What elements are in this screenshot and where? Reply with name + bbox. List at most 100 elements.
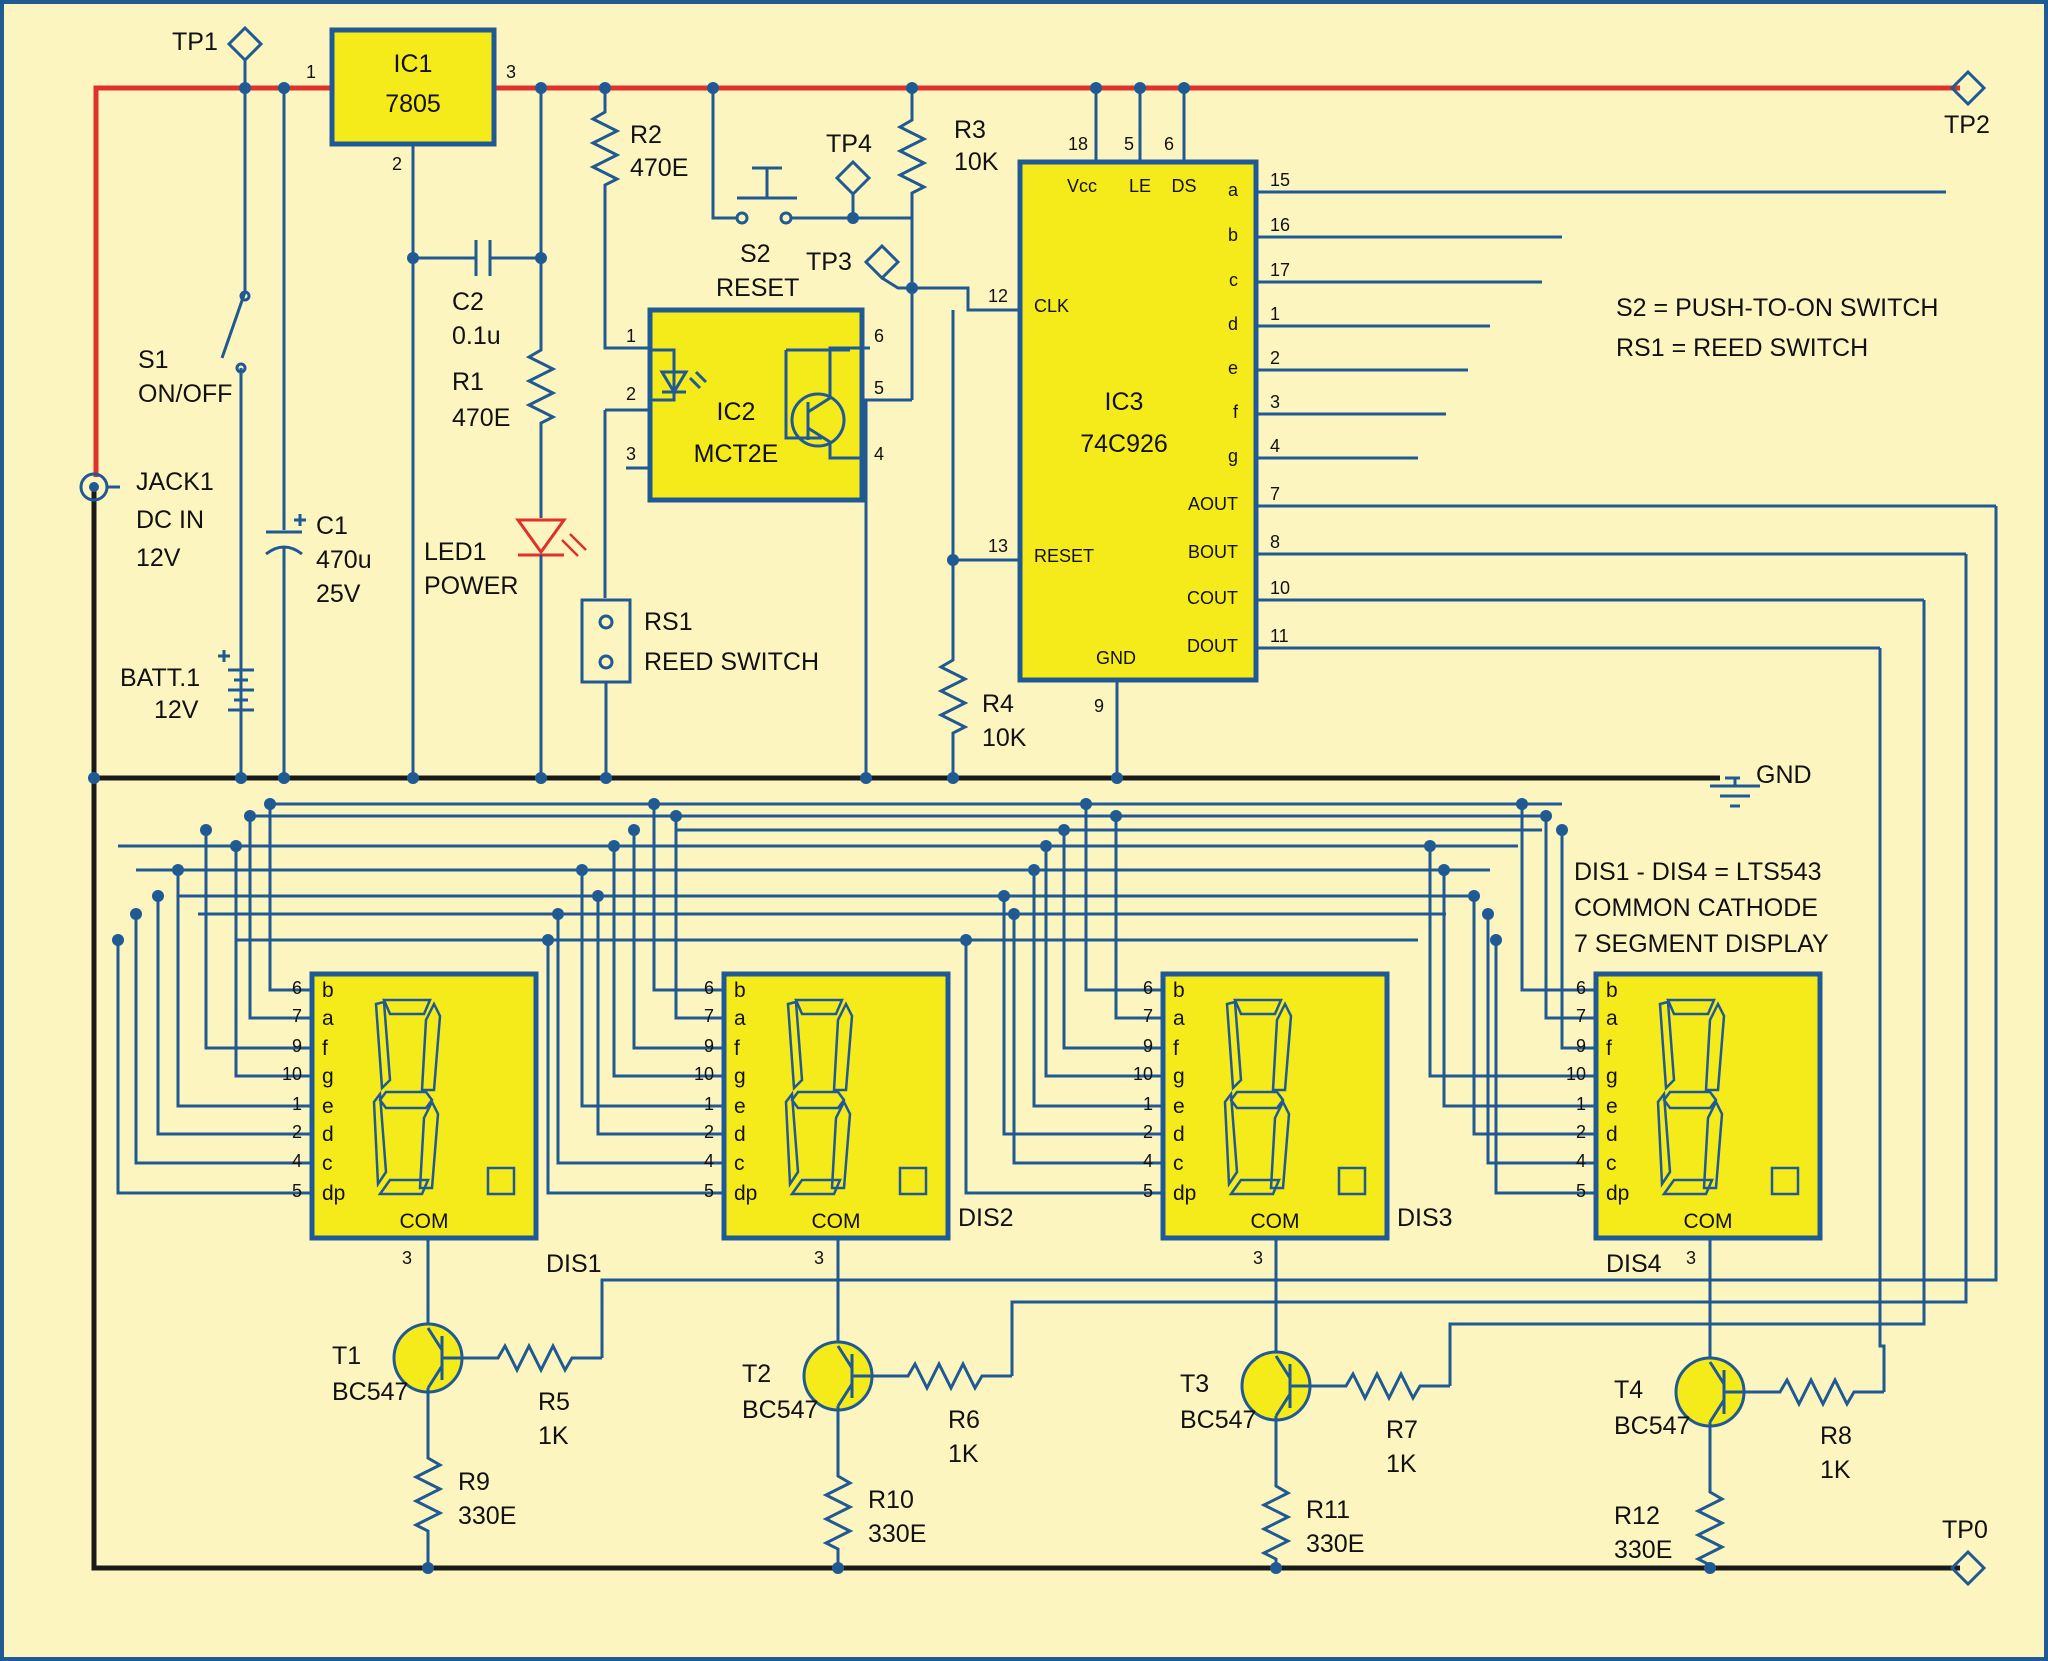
display-pin-number: 9 <box>1143 1036 1153 1056</box>
display-ref: DIS2 <box>958 1204 1014 1232</box>
ground-rail <box>91 490 1960 1571</box>
display-segment-label: d <box>1606 1123 1618 1146</box>
rs1-reed-switch[interactable] <box>580 598 632 684</box>
svg-text:RS1: RS1 <box>644 608 693 636</box>
display-segment-label: f <box>322 1037 328 1060</box>
ground-symbol <box>1710 776 1760 808</box>
base-resistor-value: 1K <box>1820 1456 1851 1484</box>
ic3-pin-number: 3 <box>1270 392 1280 412</box>
tp3[interactable]: TP3 <box>806 243 912 290</box>
ic1-value: 7805 <box>385 90 441 118</box>
transistor-ref: T1 <box>332 1342 361 1370</box>
display-pin-number: 6 <box>1143 978 1153 998</box>
svg-text:13: 13 <box>988 536 1008 556</box>
display-pin-number: 4 <box>292 1151 302 1171</box>
svg-text:R3: R3 <box>954 116 986 144</box>
svg-text:5: 5 <box>874 378 884 398</box>
svg-text:470u: 470u <box>316 546 372 574</box>
tp4[interactable]: TP4 <box>826 130 872 218</box>
ic3-pin-number: 2 <box>1270 348 1280 368</box>
ic3-pin-number: 8 <box>1270 532 1280 552</box>
display-segment-label: g <box>734 1065 746 1088</box>
tp0[interactable]: TP0 <box>1942 1516 1988 1587</box>
base-resistor-ref: R6 <box>948 1406 980 1434</box>
emitter-resistor-ref: R9 <box>458 1468 490 1496</box>
display-pin-number: 9 <box>1576 1036 1586 1056</box>
svg-text:3: 3 <box>506 62 516 82</box>
svg-text:R1: R1 <box>452 368 484 396</box>
display-pin-number: 1 <box>1576 1094 1586 1114</box>
svg-text:LE: LE <box>1129 176 1151 196</box>
svg-text:1: 1 <box>306 62 316 82</box>
ic3-pin-dout: DOUT <box>1187 636 1238 656</box>
display-segment-label: g <box>1173 1065 1185 1088</box>
base-resistor-ref: R8 <box>1820 1422 1852 1450</box>
tp1[interactable]: TP1 <box>172 25 264 88</box>
svg-text:12V: 12V <box>154 696 199 724</box>
svg-text:LED1: LED1 <box>424 538 487 566</box>
r3-resistor <box>896 88 928 400</box>
emitter-resistor-ref: R12 <box>1614 1502 1660 1530</box>
emitter-resistor-value: 330E <box>1614 1536 1672 1564</box>
transistor-ref: T4 <box>1614 1376 1643 1404</box>
ic3-pin-number: 16 <box>1270 215 1290 235</box>
ic3-pin-number: 11 <box>1270 626 1289 646</box>
ic1-ref: IC1 <box>394 50 433 78</box>
ic3-pin-number: 1 <box>1270 304 1280 324</box>
base-resistor-value: 1K <box>1386 1450 1417 1478</box>
svg-text:2: 2 <box>626 384 636 404</box>
svg-text:470E: 470E <box>630 154 688 182</box>
display-pin-number: 4 <box>704 1151 714 1171</box>
svg-text:DC IN: DC IN <box>136 506 204 534</box>
base-resistor-ref: R7 <box>1386 1416 1418 1444</box>
display-segment-label: dp <box>1173 1182 1196 1205</box>
display-ref: DIS1 <box>546 1250 602 1278</box>
tp2[interactable]: TP2 <box>1944 69 1990 139</box>
display-segment-label: a <box>1173 1007 1185 1030</box>
ic3-pin-number: 15 <box>1270 170 1290 190</box>
svg-text:DS: DS <box>1171 176 1196 196</box>
base-resistor-ref: R5 <box>538 1388 570 1416</box>
display-ref: DIS4 <box>1606 1250 1662 1278</box>
note-dis-1: DIS1 - DIS4 = LTS543 <box>1574 858 1822 886</box>
display-pin-number: 7 <box>704 1006 714 1026</box>
display-segment-label: b <box>1173 979 1185 1002</box>
svg-text:C2: C2 <box>452 288 484 316</box>
svg-text:12: 12 <box>988 286 1008 306</box>
svg-text:Vcc: Vcc <box>1067 176 1097 196</box>
svg-text:R2: R2 <box>630 121 662 149</box>
display-com-label: COM <box>1251 1210 1300 1233</box>
display-segment-label: e <box>322 1095 334 1118</box>
ic3-pin-cout: COUT <box>1187 588 1238 608</box>
svg-text:12V: 12V <box>136 544 181 572</box>
display-segment-label: g <box>322 1065 334 1088</box>
svg-text:TP3: TP3 <box>806 248 852 276</box>
ic3-pin-number: 10 <box>1270 578 1290 598</box>
display-segment-label: d <box>1173 1123 1185 1146</box>
emitter-resistor-value: 330E <box>1306 1530 1364 1558</box>
display-pin-number: 5 <box>292 1181 302 1201</box>
gnd-label: GND <box>1756 761 1812 789</box>
display-segment-label: e <box>1606 1095 1618 1118</box>
svg-text:0.1u: 0.1u <box>452 322 501 350</box>
ic3-pin-number: 4 <box>1270 436 1280 456</box>
display-pin-number: 4 <box>1143 1151 1153 1171</box>
svg-text:ON/OFF: ON/OFF <box>138 380 232 408</box>
display-pin-number: 5 <box>704 1181 714 1201</box>
svg-text:REED SWITCH: REED SWITCH <box>644 648 819 676</box>
svg-text:18: 18 <box>1068 134 1088 154</box>
svg-text:4: 4 <box>874 444 884 464</box>
display-pin-number: 9 <box>292 1036 302 1056</box>
ic3-pin-number: 17 <box>1270 260 1290 280</box>
display-segment-label: d <box>734 1123 746 1146</box>
note-s2: S2 = PUSH-TO-ON SWITCH <box>1616 294 1939 322</box>
display-segment-label: c <box>734 1152 745 1175</box>
ic2-mct2e <box>647 307 865 503</box>
display-com-label: COM <box>400 1210 449 1233</box>
